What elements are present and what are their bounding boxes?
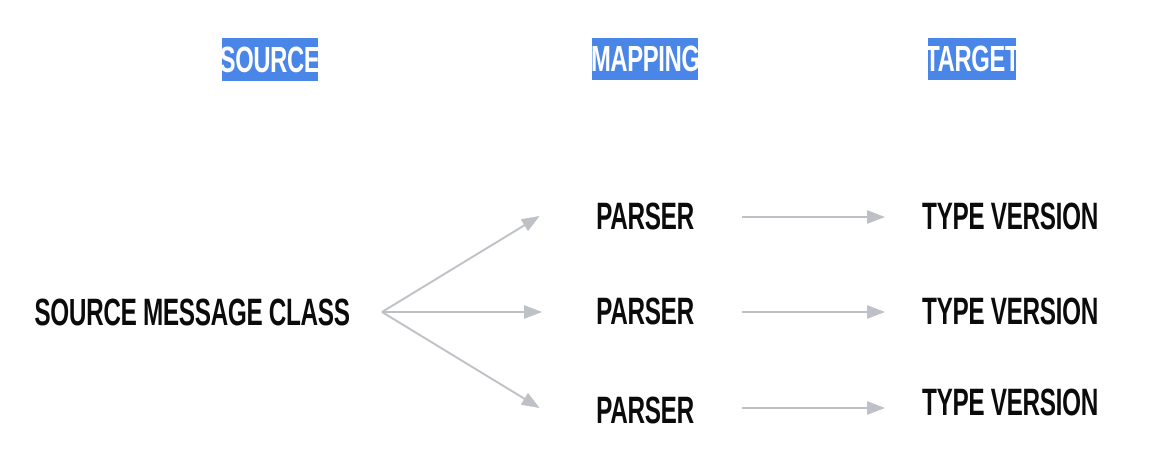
column-header-source-label: SOURCE <box>220 38 320 80</box>
node-type-version-1: TYPE VERSION <box>922 196 1098 238</box>
column-header-mapping: MAPPING <box>590 38 700 80</box>
column-header-source: SOURCE <box>220 38 320 81</box>
fan-arrow-top <box>381 215 540 313</box>
column-header-mapping-label: MAPPING <box>590 38 700 79</box>
node-type-version-3: TYPE VERSION <box>922 382 1098 424</box>
node-source-message-class: SOURCE MESSAGE CLASS <box>34 292 350 334</box>
node-type-version-2: TYPE VERSION <box>922 291 1098 333</box>
node-parser-2: PARSER <box>596 291 694 333</box>
node-parser-3: PARSER <box>596 390 694 432</box>
column-header-target: TARGET <box>925 38 1019 80</box>
fan-arrow-bottom <box>381 311 540 409</box>
column-header-target-label: TARGET <box>925 38 1019 79</box>
node-parser-1: PARSER <box>596 196 694 238</box>
